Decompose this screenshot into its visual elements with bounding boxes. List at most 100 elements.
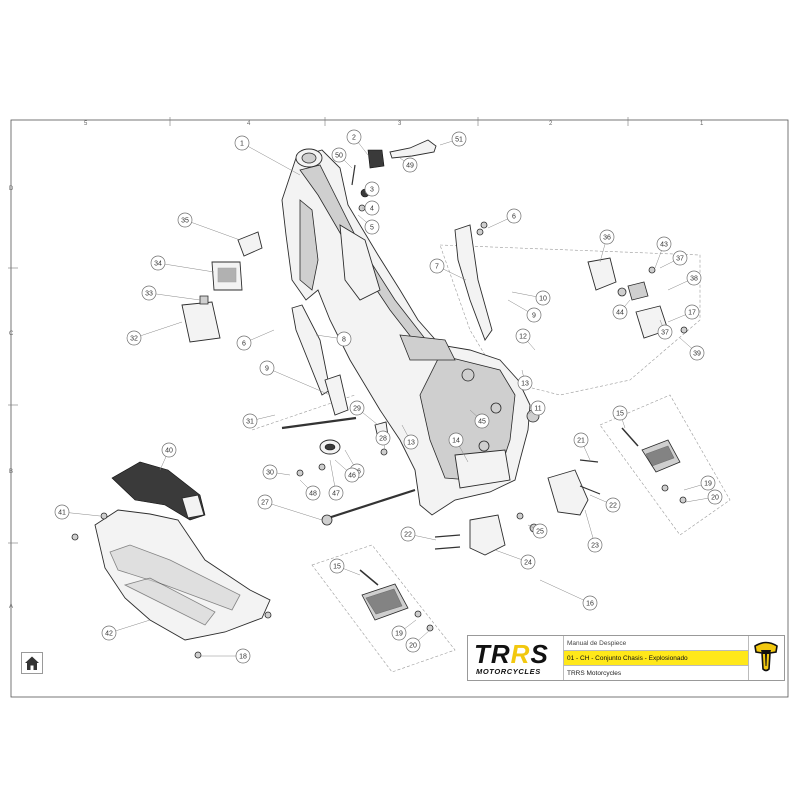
footpeg-right: [621, 427, 687, 504]
callout-number: 10: [539, 295, 547, 302]
callout-bubble: [535, 290, 551, 306]
callout-leader: [157, 262, 215, 273]
brand-logo: TRRS MOTORCYCLES: [468, 636, 564, 680]
callout-number: 17: [688, 309, 696, 316]
callout-bubble: [474, 413, 490, 429]
callout-number: 13: [521, 380, 529, 387]
callout-number: 48: [309, 490, 317, 497]
callout-bubble: [684, 304, 700, 320]
callout-leader: [264, 501, 323, 521]
callout-number: 27: [261, 499, 269, 506]
callout-bubble: [161, 442, 177, 458]
callout-number: 20: [711, 494, 719, 501]
grid-col-label: 2: [549, 121, 553, 127]
grid-col-label: 4: [247, 121, 251, 127]
callout-bubble: [517, 375, 533, 391]
title-block: TRRS MOTORCYCLES Manual de Despiece 01 -…: [467, 635, 785, 681]
trrs-badge-icon: [754, 641, 778, 672]
callout-number: 22: [609, 502, 617, 509]
callout-number: 1: [240, 140, 244, 147]
callout-bubble: [235, 648, 251, 664]
skid-plate: [71, 509, 272, 659]
grid-row-label: D: [9, 186, 14, 192]
callout-bubble: [599, 229, 615, 245]
doc-type: Manual de Despiece: [564, 636, 748, 651]
callout-number: 36: [603, 234, 611, 241]
callout-number: 37: [676, 255, 684, 262]
callout-bubble: [686, 270, 702, 286]
callout-number: 25: [536, 528, 544, 535]
grid-row-label: B: [9, 469, 13, 475]
callout-bubble: [573, 432, 589, 448]
side-plate: [324, 374, 349, 416]
callout-bubble: [344, 467, 360, 483]
callout-bubble: [259, 360, 275, 376]
callout-number: 37: [661, 329, 669, 336]
callout-bubble: [506, 208, 522, 224]
callout-number: 11: [534, 405, 541, 412]
brand-text: TRRS: [474, 639, 549, 669]
callout-number: 16: [586, 600, 594, 607]
callout-bubble: [262, 464, 278, 480]
callout-bubble: [177, 212, 193, 228]
callout-number: 12: [519, 333, 527, 340]
callout-bubble: [672, 250, 688, 266]
rear-brake-group: [587, 257, 688, 339]
callout-bubble: [328, 485, 344, 501]
grid-row-label: A: [9, 604, 13, 610]
callout-number: 50: [335, 152, 343, 159]
callout-number: 19: [395, 630, 403, 637]
callout-number: 35: [181, 217, 189, 224]
callout-number: 40: [165, 447, 173, 454]
footpeg-left: [359, 569, 434, 632]
grid-col-label: 3: [398, 121, 402, 127]
callout-number: 8: [342, 336, 346, 343]
rear-subframe-left: [291, 304, 331, 396]
grid-col-label: 1: [700, 121, 704, 127]
callout-bubble: [582, 595, 598, 611]
callout-bubble: [236, 335, 252, 351]
callout-bubble: [349, 400, 365, 416]
callout-number: 6: [512, 213, 516, 220]
callout-number: 21: [577, 437, 585, 444]
callout-number: 9: [265, 365, 269, 372]
doc-title: 01 - CH - Conjunto Chasis - Explosionado: [564, 651, 748, 666]
callout-number: 44: [616, 309, 624, 316]
callout-bubble: [150, 255, 166, 271]
callout-number: 6: [242, 340, 246, 347]
company-name: TRRS Motorcycles: [567, 670, 622, 677]
callout-number: 28: [379, 435, 387, 442]
callout-bubble: [331, 147, 347, 163]
grid-col-label: 5: [84, 121, 88, 127]
callout-bubble: [526, 307, 542, 323]
callout-number: 46: [348, 472, 356, 479]
chassis-frame: [281, 148, 531, 516]
callout-number: 9: [532, 312, 536, 319]
callout-number: 23: [591, 542, 599, 549]
callout-bubble: [54, 504, 70, 520]
callout-number: 7: [435, 263, 439, 270]
brand-badge: [748, 636, 784, 680]
callout-bubble: [451, 131, 467, 147]
rear-subframe-right: [454, 224, 493, 341]
callout-bubble: [305, 485, 321, 501]
callout-number: 49: [406, 162, 414, 169]
callout-bubble: [364, 219, 380, 235]
footrest-right-group: [434, 409, 601, 556]
callout-bubble: [515, 328, 531, 344]
callout-bubble: [530, 400, 546, 416]
callout-bubble: [364, 200, 380, 216]
callout-number: 3: [370, 186, 374, 193]
callout-leader: [133, 321, 183, 339]
callout-number: 15: [616, 410, 624, 417]
callout-number: 38: [690, 275, 698, 282]
callout-bubble: [101, 625, 117, 641]
callout-bubble: [612, 405, 628, 421]
callout-bubble: [429, 258, 445, 274]
home-button[interactable]: [21, 652, 43, 674]
callout-number: 32: [130, 335, 138, 342]
callout-number: 39: [693, 350, 701, 357]
callout-number: 41: [58, 509, 66, 516]
